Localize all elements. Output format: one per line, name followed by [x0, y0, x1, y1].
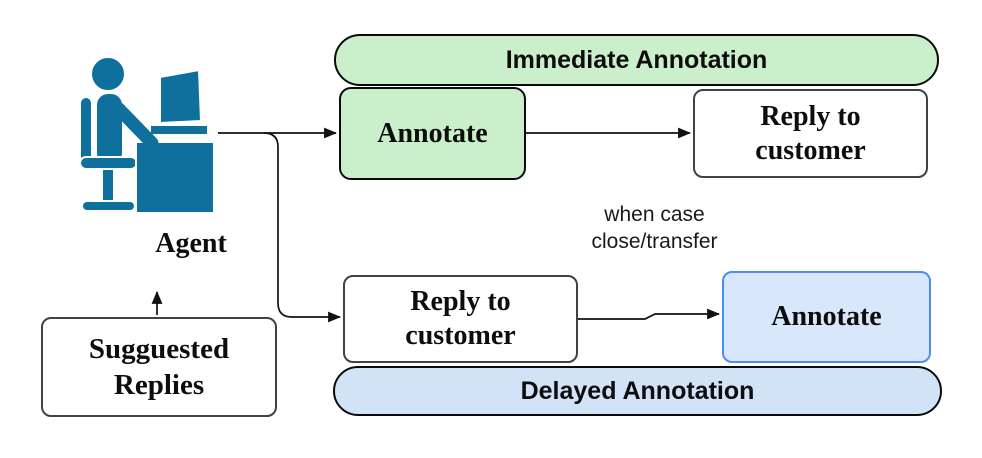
reply-to-customer-immediate-label: Reply to customer [755, 100, 866, 166]
condition-label: when case close/transfer [591, 203, 718, 253]
agent-label: Agent [155, 228, 227, 259]
keyboard-shelf [149, 124, 209, 136]
annotate-immediate-label: Annotate [377, 117, 488, 149]
chair-base [81, 200, 136, 212]
annotate-delayed-label: Annotate [771, 301, 882, 332]
delayed-annotation-label: Delayed Annotation [520, 376, 755, 405]
immediate-annotation-label: Immediate Annotation [505, 45, 768, 74]
reply-to-customer-delayed-label: Reply to customer [405, 286, 516, 351]
annotate-immediate-box: Annotate [339, 87, 526, 180]
annotate-delayed-box: Annotate [722, 271, 931, 363]
suggested-replies-box: Sugguested Replies [41, 317, 277, 417]
agent-icon-svg [79, 56, 215, 214]
agent-at-desk-icon [79, 56, 215, 214]
desk [135, 141, 215, 214]
chair-back [79, 96, 93, 166]
arrow-reply-to-annotate-delayed [578, 308, 721, 320]
agent-head [90, 56, 126, 92]
delayed-annotation-pill: Delayed Annotation [333, 366, 942, 416]
chair-seat [79, 156, 138, 170]
chair-pedestal [101, 168, 115, 203]
arrow-agent-to-reply-delayed [263, 132, 342, 323]
agent-arm [112, 102, 159, 150]
reply-to-customer-immediate-box: Reply to customer [693, 89, 928, 178]
reply-to-customer-delayed-box: Reply to customer [343, 275, 578, 363]
immediate-annotation-pill: Immediate Annotation [334, 34, 939, 86]
suggested-replies-label: Sugguested Replies [88, 332, 230, 401]
monitor [159, 68, 203, 125]
